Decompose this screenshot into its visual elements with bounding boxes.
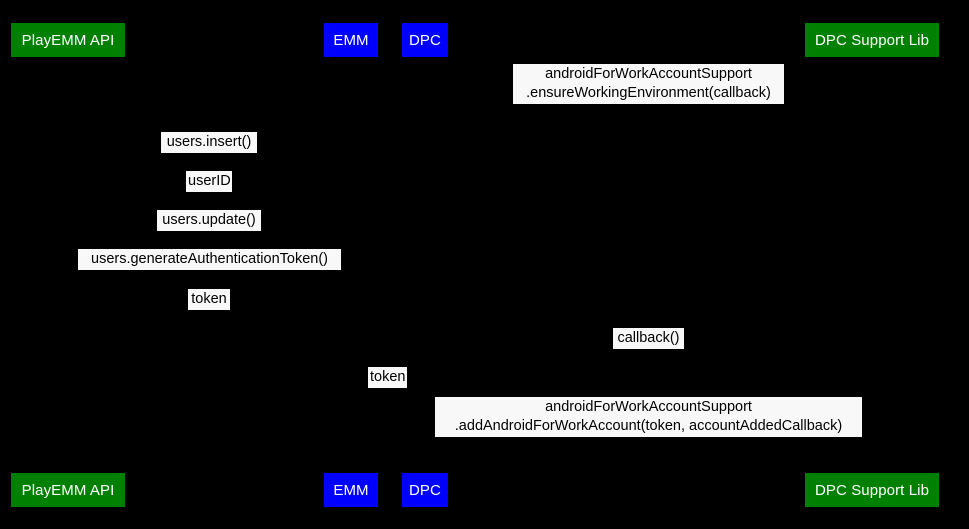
arrow-msg-add-android-for-work-account xyxy=(425,437,872,438)
message-label-line: androidForWorkAccountSupport xyxy=(545,399,752,415)
participant-bottom-emm[interactable]: EMM xyxy=(324,473,378,507)
lifeline-dpc xyxy=(425,57,426,473)
participant-bottom-playemm-api[interactable]: PlayEMM API xyxy=(11,473,125,507)
message-label-msg-ensure-working-environment: androidForWorkAccountSupport .ensureWorki… xyxy=(513,64,784,104)
message-label-msg-token-to-emm: token xyxy=(188,289,230,310)
participant-top-dpc[interactable]: DPC xyxy=(402,23,448,57)
message-label-line: token xyxy=(191,291,227,307)
arrow-msg-token-to-emm xyxy=(68,310,351,311)
message-label-msg-callback: callback() xyxy=(613,328,684,349)
arrow-msg-callback xyxy=(425,349,872,350)
message-label-line: users.update() xyxy=(162,212,256,228)
participant-label: DPC xyxy=(409,31,441,49)
message-label-line: userID xyxy=(188,173,231,189)
participant-label: DPC Support Lib xyxy=(814,31,930,49)
arrow-msg-users-update xyxy=(68,231,351,232)
participant-bottom-dpc-support-lib[interactable]: DPC Support Lib xyxy=(805,473,939,507)
participant-top-dpc-support-lib[interactable]: DPC Support Lib xyxy=(805,23,939,57)
participant-bottom-dpc[interactable]: DPC xyxy=(402,473,448,507)
participant-label: DPC Support Lib xyxy=(814,481,930,499)
arrow-msg-userid xyxy=(68,192,351,193)
arrow-msg-ensure-working-environment xyxy=(425,104,872,105)
participant-label: EMM xyxy=(333,31,369,49)
participant-top-emm[interactable]: EMM xyxy=(324,23,378,57)
lifeline-emm xyxy=(351,57,352,473)
message-label-line: .addAndroidForWorkAccount(token, account… xyxy=(454,418,843,434)
message-label-msg-add-android-for-work-account: androidForWorkAccountSupport .addAndroidF… xyxy=(435,397,862,437)
lifeline-dpc-support-lib xyxy=(872,57,873,473)
participant-label: PlayEMM API xyxy=(21,31,115,49)
arrow-msg-token-to-dpc xyxy=(351,388,425,389)
message-label-msg-userid: userID xyxy=(186,171,232,192)
message-label-line: users.insert() xyxy=(166,134,252,150)
participant-label: EMM xyxy=(333,481,369,499)
message-label-msg-users-update: users.update() xyxy=(157,210,261,231)
lifeline-playemm-api xyxy=(68,57,69,473)
participant-top-playemm-api[interactable]: PlayEMM API xyxy=(11,23,125,57)
message-label-line: token xyxy=(370,369,406,385)
participant-label: PlayEMM API xyxy=(21,481,115,499)
message-label-msg-users-insert: users.insert() xyxy=(161,132,257,153)
message-label-line: androidForWorkAccountSupport xyxy=(545,66,752,82)
message-label-line: users.generateAuthenticationToken() xyxy=(91,251,328,267)
arrow-msg-users-insert xyxy=(68,153,351,154)
message-label-msg-token-to-dpc: token xyxy=(368,367,407,388)
message-label-line: .ensureWorkingEnvironment(callback) xyxy=(526,85,771,101)
arrow-msg-generate-authentication-token xyxy=(68,270,351,271)
participant-label: DPC xyxy=(409,481,441,499)
message-label-line: callback() xyxy=(617,330,680,346)
message-label-msg-generate-authentication-token: users.generateAuthenticationToken() xyxy=(78,249,341,270)
